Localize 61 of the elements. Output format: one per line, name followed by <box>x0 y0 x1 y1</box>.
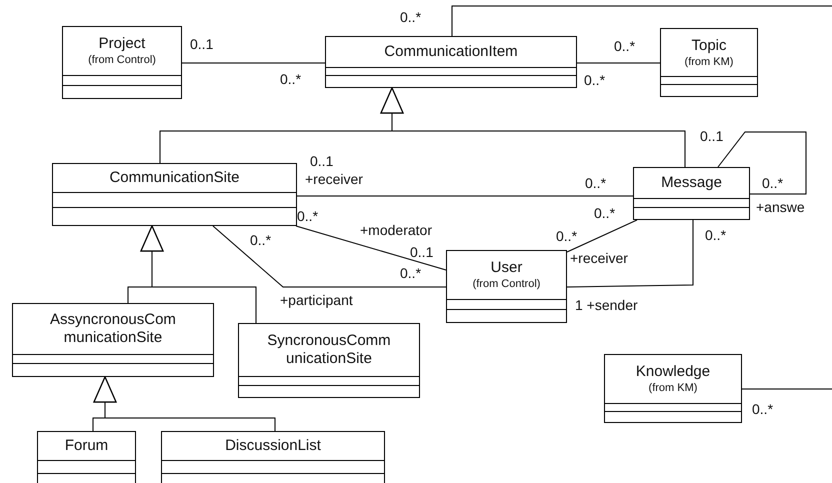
multiplicity-label: 0..* <box>280 71 302 87</box>
class-name: Project <box>98 35 146 53</box>
multiplicity-label: 0..* <box>250 232 272 248</box>
class-box <box>325 36 577 88</box>
multiplicity-label: 0..1 <box>310 153 334 169</box>
association-line <box>566 220 694 288</box>
multiplicity-label: 0..1 <box>700 128 724 144</box>
class-name: SyncronousComm unicationSite <box>266 332 392 368</box>
association-line <box>212 226 446 288</box>
association-line <box>576 62 660 64</box>
multiplicity-label: 0..* <box>400 265 422 281</box>
package-note: (from Control) <box>472 277 540 291</box>
multiplicity-label: 0..* <box>297 208 318 224</box>
association-line <box>718 132 806 194</box>
multiplicity-label: 0..* <box>705 227 726 243</box>
association-line <box>452 6 832 36</box>
class-name: CommunicationSite <box>109 169 240 187</box>
multiplicity-label: +receiver <box>570 250 628 266</box>
class-box <box>633 167 750 220</box>
multiplicity-label: 0..* <box>594 205 616 221</box>
multiplicity-label: +answe <box>756 199 805 215</box>
multiplicity-label: 0..1 <box>410 244 434 260</box>
class-box <box>12 303 214 377</box>
multiplicity-label: 0..* <box>585 175 606 191</box>
association-line <box>566 220 638 252</box>
package-note: (from Control) <box>88 53 156 67</box>
class-name: Message <box>661 174 722 192</box>
multiplicity-label: 0..* <box>556 228 578 244</box>
class-box <box>161 431 385 483</box>
association-line <box>182 62 326 64</box>
class-box <box>52 163 297 226</box>
package-note: (from KM) <box>684 54 734 68</box>
multiplicity-label: 1 +sender <box>575 297 638 313</box>
class-name: User <box>490 259 522 277</box>
multiplicity-label: 0..* <box>584 72 606 88</box>
class-name: Topic <box>691 36 727 54</box>
multiplicity-label: 0..* <box>752 401 774 417</box>
class-name: Knowledge <box>636 363 710 381</box>
multiplicity-label: +moderator <box>360 222 432 238</box>
generalization-arrow <box>140 225 256 324</box>
class-name: Forum <box>64 437 108 455</box>
class-box <box>37 431 136 483</box>
association-line <box>742 388 832 390</box>
multiplicity-label: 0..* <box>400 9 422 25</box>
class-box <box>604 354 742 423</box>
class-box <box>446 250 567 323</box>
class-box <box>238 323 420 398</box>
multiplicity-label: 0..* <box>762 175 784 191</box>
class-name: CommunicationItem <box>384 43 518 61</box>
multiplicity-label: 0..1 <box>190 36 214 52</box>
generalization-arrow <box>93 376 276 432</box>
class-name: DiscussionList <box>225 437 321 455</box>
class-box <box>62 26 182 99</box>
generalization-arrow <box>380 87 686 168</box>
multiplicity-label: +participant <box>280 292 353 308</box>
class-name: AssyncronousCom municationSite <box>49 311 177 347</box>
multiplicity-label: 0..* <box>614 38 636 54</box>
association-line <box>296 226 446 270</box>
class-box <box>660 28 758 97</box>
multiplicity-label: +receiver <box>305 171 363 187</box>
package-note: (from KM) <box>648 381 698 395</box>
